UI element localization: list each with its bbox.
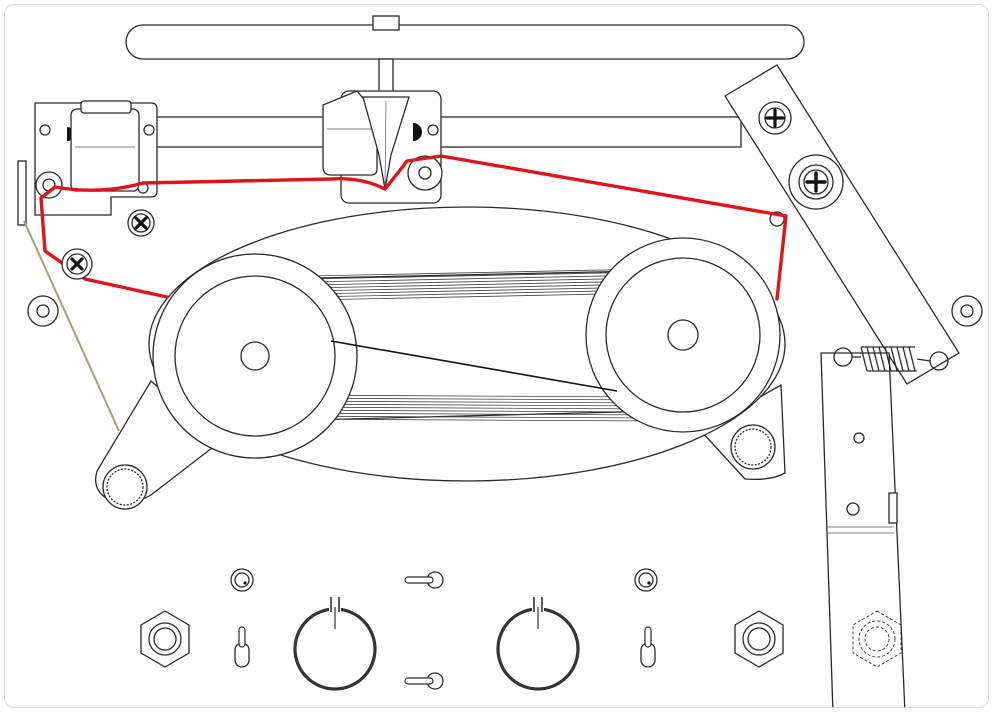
mount-hole bbox=[39, 124, 51, 136]
tension-spring bbox=[833, 346, 949, 372]
toggle-switch[interactable] bbox=[234, 626, 250, 668]
arm-tab bbox=[888, 492, 898, 524]
cross-screw-icon bbox=[61, 248, 93, 280]
leader-clip bbox=[17, 160, 27, 226]
spring-arm bbox=[820, 346, 949, 707]
supply-reel bbox=[152, 253, 358, 459]
indicator-lamp bbox=[634, 568, 658, 592]
handle-stem bbox=[378, 58, 394, 94]
leader-tape bbox=[23, 220, 120, 432]
toggle-switch[interactable] bbox=[640, 626, 656, 668]
arm-hole bbox=[853, 432, 865, 444]
erase-head bbox=[70, 108, 140, 192]
toggle-switch[interactable] bbox=[404, 672, 444, 690]
head-wedge bbox=[362, 96, 410, 190]
hex-nut-right bbox=[734, 610, 784, 668]
tape-path bbox=[39, 154, 788, 301]
top-handle-bar bbox=[125, 15, 805, 94]
mount-hole bbox=[427, 124, 439, 136]
hidden-nut bbox=[852, 610, 902, 668]
arm-hole bbox=[846, 502, 860, 516]
mount-hole bbox=[143, 124, 155, 136]
hex-nut-left bbox=[140, 610, 190, 668]
record-head bbox=[322, 90, 378, 176]
diagram-frame bbox=[4, 4, 989, 708]
drive-belt bbox=[260, 268, 662, 422]
right-head-block bbox=[322, 90, 443, 204]
phillips-screw-icon bbox=[758, 101, 792, 135]
handle-stem-top bbox=[372, 15, 400, 31]
toggle-switch[interactable] bbox=[404, 571, 444, 589]
tape-transport-diagram bbox=[17, 15, 983, 707]
left-idler-post bbox=[27, 295, 59, 327]
rotary-knob[interactable] bbox=[496, 596, 580, 691]
phillips-screw-icon bbox=[788, 154, 844, 210]
cross-screw-icon bbox=[127, 209, 155, 237]
indicator-lamp bbox=[230, 568, 254, 592]
control-panel bbox=[140, 568, 784, 691]
head-contact bbox=[413, 123, 422, 141]
rotary-knob[interactable] bbox=[293, 596, 377, 691]
takeup-reel bbox=[585, 237, 781, 433]
right-idler-post bbox=[951, 295, 983, 327]
reel-tape-span bbox=[330, 340, 618, 392]
